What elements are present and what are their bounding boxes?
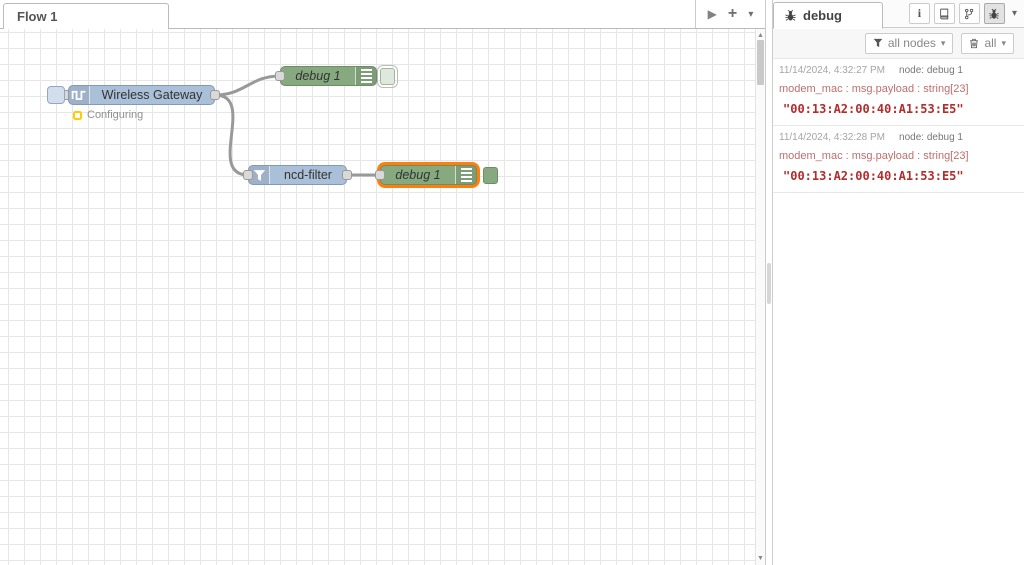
history-tab-button[interactable] bbox=[958, 3, 980, 24]
scroll-down-icon[interactable]: ▼ bbox=[757, 555, 764, 562]
clear-messages-button[interactable]: all ▾ bbox=[961, 32, 1014, 54]
debug-message-list[interactable]: 11/14/2024, 4:32:27 PM node: debug 1 mode… bbox=[773, 58, 1024, 193]
bug-icon bbox=[989, 8, 1000, 19]
flow-tab-label: Flow 1 bbox=[17, 9, 58, 24]
scroll-tabs-right-icon[interactable]: ▶ bbox=[707, 7, 717, 21]
node-label: Wireless Gateway bbox=[101, 88, 203, 102]
debug-1-input-port[interactable] bbox=[275, 71, 285, 81]
serial-pulse-icon bbox=[69, 86, 90, 104]
bug-icon bbox=[785, 9, 796, 21]
debug-list-icon bbox=[355, 67, 376, 85]
add-flow-button[interactable]: + bbox=[727, 5, 738, 22]
ncd-filter-input-port[interactable] bbox=[243, 170, 253, 180]
help-tab-button[interactable] bbox=[933, 3, 955, 24]
status-text: Configuring bbox=[87, 109, 144, 121]
tab-flow-1[interactable]: Flow 1 bbox=[3, 3, 169, 29]
debug-message[interactable]: 11/14/2024, 4:32:27 PM node: debug 1 mode… bbox=[773, 59, 1024, 126]
debug-message[interactable]: 11/14/2024, 4:32:28 PM node: debug 1 mode… bbox=[773, 126, 1024, 193]
message-value[interactable]: "00:13:A2:00:40:A1:53:E5" bbox=[783, 169, 964, 183]
message-property[interactable]: modem_mac : msg.payload : string[23] bbox=[779, 83, 969, 95]
sidebar-splitter[interactable] bbox=[765, 0, 773, 565]
node-label: debug 1 bbox=[295, 69, 341, 83]
gateway-node-button[interactable] bbox=[47, 86, 65, 104]
workspace-tabbar: Flow 1 ▶ + ▾ bbox=[0, 0, 765, 29]
trash-icon bbox=[970, 38, 979, 48]
tab-debug[interactable]: debug bbox=[773, 2, 883, 29]
node-label: debug 1 bbox=[395, 168, 441, 182]
sidebar-tabbar: debug i bbox=[773, 0, 1024, 29]
debug-1-toggle-button[interactable] bbox=[377, 65, 398, 88]
debug-tab-button[interactable] bbox=[983, 3, 1005, 24]
wire-gateway-to-debug1[interactable] bbox=[213, 74, 282, 97]
message-property[interactable]: modem_mac : msg.payload : string[23] bbox=[779, 150, 969, 162]
message-meta: 11/14/2024, 4:32:28 PM node: debug 1 bbox=[779, 132, 1018, 143]
message-value[interactable]: "00:13:A2:00:40:A1:53:E5" bbox=[783, 102, 964, 116]
chevron-down-icon: ▾ bbox=[940, 37, 946, 48]
filter-nodes-button[interactable]: all nodes ▾ bbox=[864, 32, 954, 54]
workspace-tab-tools: ▶ + ▾ bbox=[695, 0, 765, 28]
sidebar-more-chevron-icon[interactable]: ▾ bbox=[1011, 8, 1017, 19]
node-debug-1[interactable]: debug 1 bbox=[280, 66, 377, 86]
scroll-up-icon[interactable]: ▲ bbox=[757, 32, 764, 39]
node-ncd-filter[interactable]: ncd-filter bbox=[248, 165, 347, 185]
node-label: ncd-filter bbox=[284, 168, 332, 182]
funnel-icon bbox=[873, 38, 883, 48]
canvas-vertical-scrollbar[interactable]: ▲ ▼ bbox=[755, 29, 765, 565]
filter-funnel-icon bbox=[249, 166, 270, 184]
debug-2-input-port[interactable] bbox=[375, 170, 385, 180]
sidebar: debug i bbox=[773, 0, 1024, 565]
message-timestamp: 11/14/2024, 4:32:28 PM bbox=[779, 132, 886, 143]
debug-2-toggle-button[interactable] bbox=[483, 167, 498, 184]
branch-icon bbox=[965, 8, 974, 19]
status-ring-icon bbox=[73, 110, 82, 120]
chevron-down-icon: ▾ bbox=[1001, 37, 1006, 48]
sidebar-tab-buttons: i bbox=[908, 3, 1020, 24]
ncd-filter-output-port[interactable] bbox=[342, 170, 352, 180]
message-node-name: node: debug 1 bbox=[899, 132, 963, 143]
message-node-name: node: debug 1 bbox=[899, 65, 963, 76]
clear-messages-label: all bbox=[984, 36, 997, 50]
message-timestamp: 11/14/2024, 4:32:27 PM bbox=[779, 65, 886, 76]
info-tab-button[interactable]: i bbox=[908, 3, 930, 24]
flow-list-chevron-icon[interactable]: ▾ bbox=[748, 8, 754, 20]
filter-nodes-label: all nodes bbox=[887, 36, 936, 50]
node-wireless-gateway[interactable]: Wireless Gateway bbox=[68, 85, 215, 105]
debug-list-icon bbox=[455, 166, 476, 184]
gateway-output-port[interactable] bbox=[210, 90, 220, 100]
flow-canvas[interactable]: Wireless Gateway Configuring debug 1 ncd… bbox=[0, 29, 755, 565]
node-debug-1-selected[interactable]: debug 1 bbox=[380, 165, 477, 185]
wire-gateway-to-filter[interactable] bbox=[213, 93, 250, 177]
splitter-grip[interactable] bbox=[767, 263, 771, 304]
book-icon bbox=[940, 8, 949, 19]
sidebar-tab-label: debug bbox=[803, 8, 842, 23]
scrollbar-thumb[interactable] bbox=[757, 40, 764, 85]
message-meta: 11/14/2024, 4:32:27 PM node: debug 1 bbox=[779, 65, 1018, 76]
gateway-status: Configuring bbox=[73, 109, 143, 121]
debug-toolbar: all nodes ▾ all ▾ bbox=[773, 28, 1024, 58]
